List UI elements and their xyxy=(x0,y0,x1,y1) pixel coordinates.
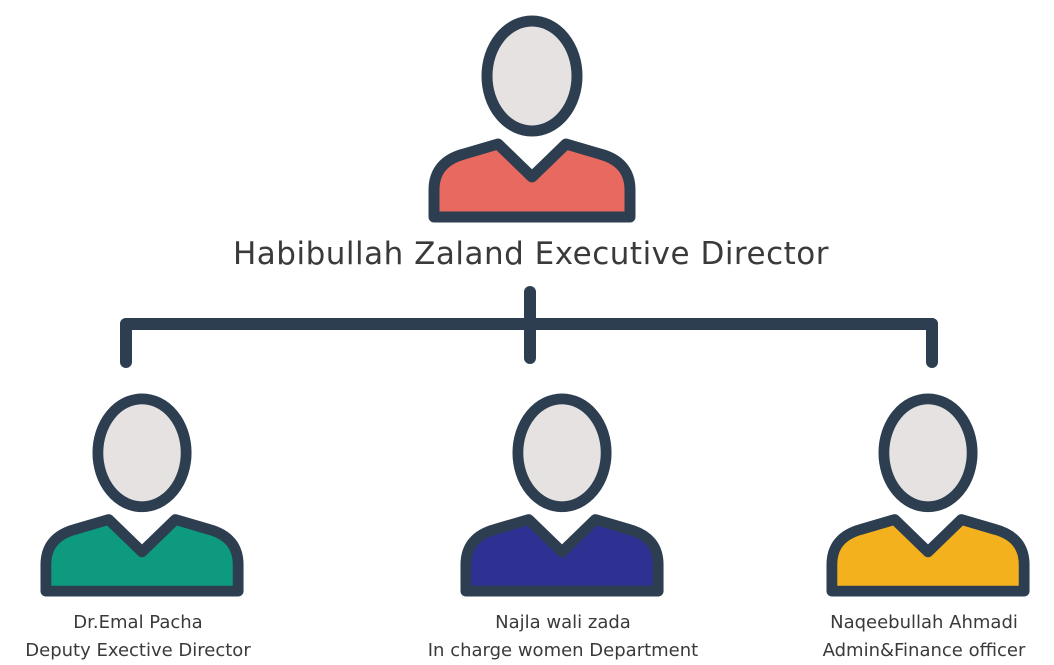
women-dept-avatar-icon xyxy=(460,393,664,597)
report-2-role: In charge women Department xyxy=(427,640,699,661)
deputy-avatar-icon xyxy=(40,393,244,597)
report-2-name: Najla wali zada xyxy=(495,612,631,633)
report-1-label: Dr.Emal Pacha Deputy Exective Director xyxy=(0,609,276,665)
report-3-role: Admin&Finance officer xyxy=(822,640,1026,661)
director-avatar-icon xyxy=(428,15,636,223)
report-1-name: Dr.Emal Pacha xyxy=(73,612,203,633)
report-3-label: Naqeebullah Ahmadi Admin&Finance officer xyxy=(796,609,1052,665)
director-label: Habibullah Zaland Executive Director xyxy=(233,236,829,272)
report-1-role: Deputy Exective Director xyxy=(25,640,251,661)
report-2-label: Najla wali zada In charge women Departme… xyxy=(380,609,746,665)
report-3-name: Naqeebullah Ahmadi xyxy=(830,612,1018,633)
finance-avatar-icon xyxy=(826,393,1030,597)
